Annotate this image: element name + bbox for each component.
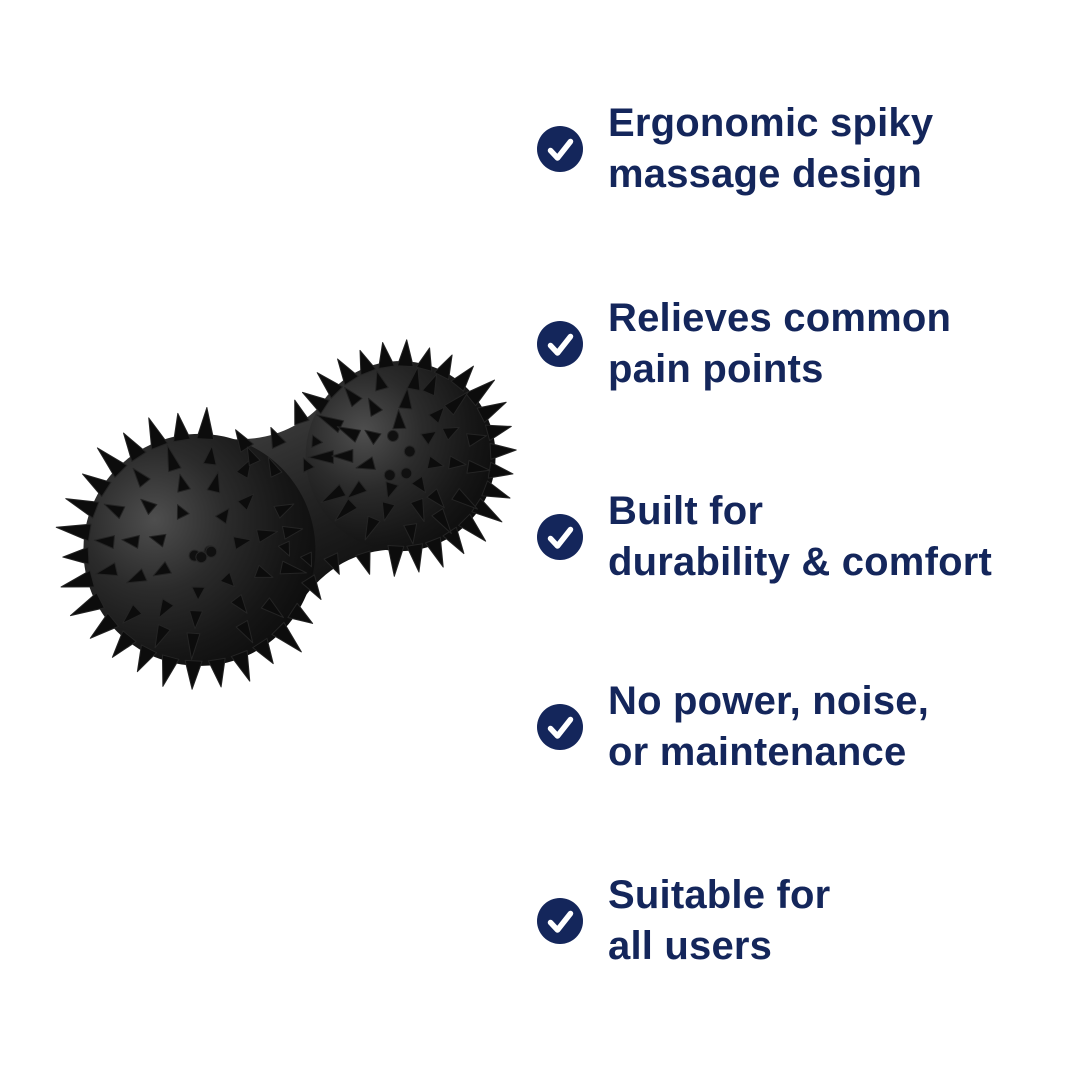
product-photo	[10, 295, 555, 707]
check-icon	[537, 514, 583, 560]
feature-line: Built for	[608, 489, 764, 533]
check-icon	[537, 126, 583, 172]
feature-line: or maintenance	[608, 730, 907, 774]
feature-text: Ergonomic spiky massage design	[608, 98, 933, 200]
feature-text: Relieves common pain points	[608, 293, 951, 395]
feature-text: Suitable for all users	[608, 870, 830, 972]
feature-line: all users	[608, 924, 773, 968]
check-icon	[537, 321, 583, 367]
feature-item-2: Relieves common pain points	[537, 293, 951, 395]
feature-line: Ergonomic spiky	[608, 101, 934, 145]
feature-item-4: No power, noise, or maintenance	[537, 676, 929, 778]
feature-text: No power, noise, or maintenance	[608, 676, 929, 778]
feature-line: massage design	[608, 152, 923, 196]
feature-line: pain points	[608, 347, 824, 391]
feature-line: No power, noise,	[608, 679, 930, 723]
feature-line: Suitable for	[608, 873, 831, 917]
feature-line: durability & comfort	[608, 540, 993, 584]
check-icon	[537, 898, 583, 944]
check-icon	[537, 704, 583, 750]
feature-item-1: Ergonomic spiky massage design	[537, 98, 933, 200]
spiky-massage-roller-graphic	[55, 339, 517, 690]
feature-item-5: Suitable for all users	[537, 870, 830, 972]
feature-line: Relieves common	[608, 296, 952, 340]
feature-item-3: Built for durability & comfort	[537, 486, 992, 588]
feature-text: Built for durability & comfort	[608, 486, 992, 588]
